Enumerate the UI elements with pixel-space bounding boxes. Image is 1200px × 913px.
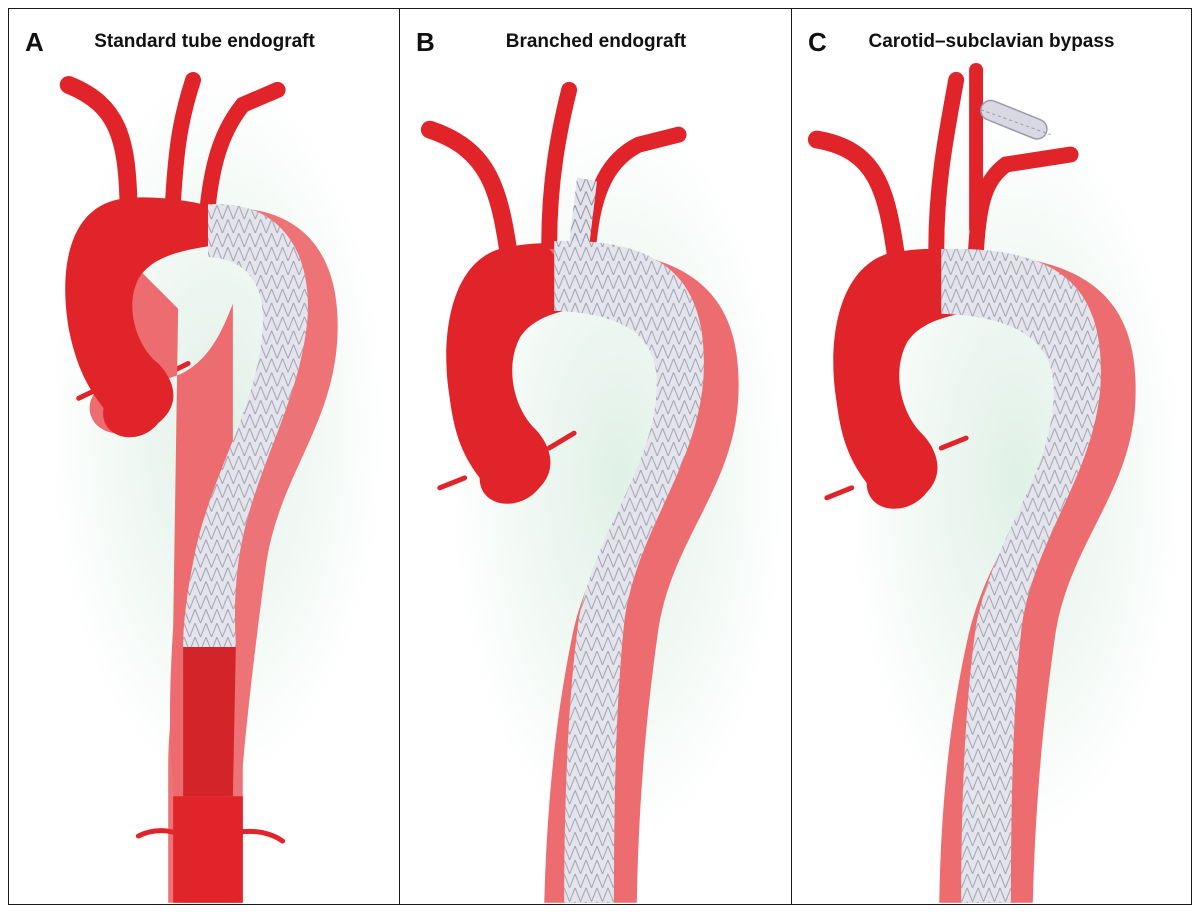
panel-a-title: Standard tube endograft <box>94 31 315 52</box>
carotid-subclavian-bypass-graft <box>980 99 1048 140</box>
supra-aortic-branches <box>807 62 1079 501</box>
panel-a-illustration <box>48 69 388 903</box>
panel-c-illustration <box>807 62 1186 903</box>
panel-b: B Branched endograft <box>399 8 793 905</box>
panel-c: C Carotid–subclavian bypass <box>791 8 1192 905</box>
panel-a: A Standard tube endograft <box>8 8 401 905</box>
supra-aortic-branches <box>59 71 286 401</box>
endograft-stent-wires <box>183 203 308 648</box>
panel-c-title: Carotid–subclavian bypass <box>868 31 1115 52</box>
panel-b-illustration <box>420 81 789 903</box>
panel-b-letter: B <box>416 27 435 57</box>
bypass-graft-ribbing <box>980 109 1051 136</box>
endograft-stent-wires <box>554 240 704 903</box>
panel-b-title: Branched endograft <box>505 31 687 52</box>
panel-a-letter: A <box>25 27 44 57</box>
intercostal-arteries <box>135 828 286 844</box>
panel-c-letter: C <box>808 27 827 57</box>
aortic-arch <box>65 197 223 438</box>
branch-stent-wires <box>569 177 597 248</box>
distal-aorta <box>173 796 243 903</box>
endograft-stent-wires <box>941 248 1101 903</box>
distal-aortic-lumen <box>183 647 236 797</box>
